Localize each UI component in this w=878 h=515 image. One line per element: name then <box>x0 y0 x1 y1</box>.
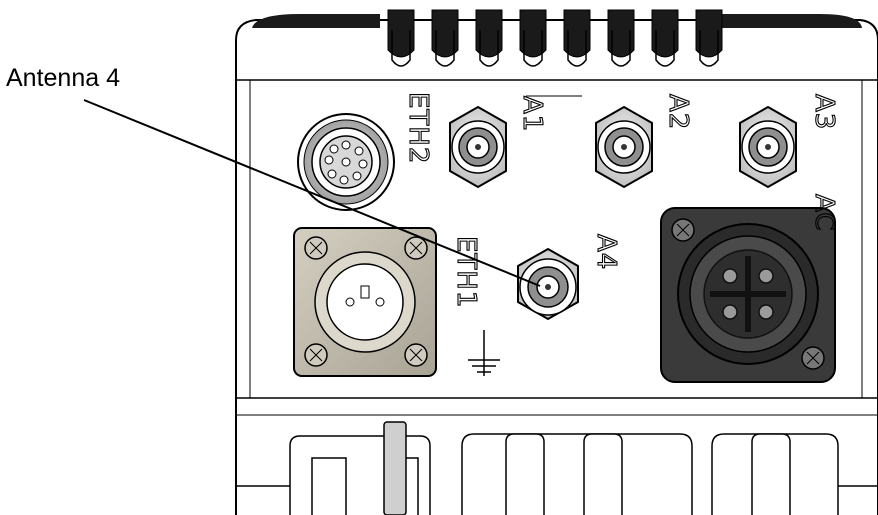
port-label-eth2: ETH2 <box>403 92 433 164</box>
flange-screw <box>304 236 328 260</box>
flange-screw <box>404 236 428 260</box>
port-label-a3: A3 <box>809 94 839 130</box>
antenna-connector-a4 <box>517 247 579 321</box>
callout-label: Antenna 4 <box>6 64 120 92</box>
port-label-eth1: ETH1 <box>451 236 481 308</box>
flange-screw <box>404 343 428 367</box>
eth1-connector <box>293 227 437 377</box>
antenna-connector-a2 <box>595 105 653 189</box>
flange-screw <box>304 343 328 367</box>
bottom-brackets <box>236 421 878 515</box>
callout-leader-line <box>83 99 541 287</box>
ac-power-connector <box>660 207 836 383</box>
port-labels: ETH2 A1 A2 A3 AC ETH1 A4 <box>402 91 839 309</box>
ground-symbol <box>468 330 500 376</box>
port-label-a2: A2 <box>663 94 693 130</box>
port-label-a1: A1 <box>517 96 547 132</box>
heatsink-fins <box>252 9 862 67</box>
antenna-connector-a3 <box>739 105 797 189</box>
port-label-ac: AC <box>809 194 839 231</box>
port-label-a4: A4 <box>591 234 621 270</box>
eth2-connector <box>297 113 395 211</box>
callout-antenna-4: Antenna 4 <box>6 64 541 287</box>
antenna-connector-a1 <box>449 105 507 189</box>
